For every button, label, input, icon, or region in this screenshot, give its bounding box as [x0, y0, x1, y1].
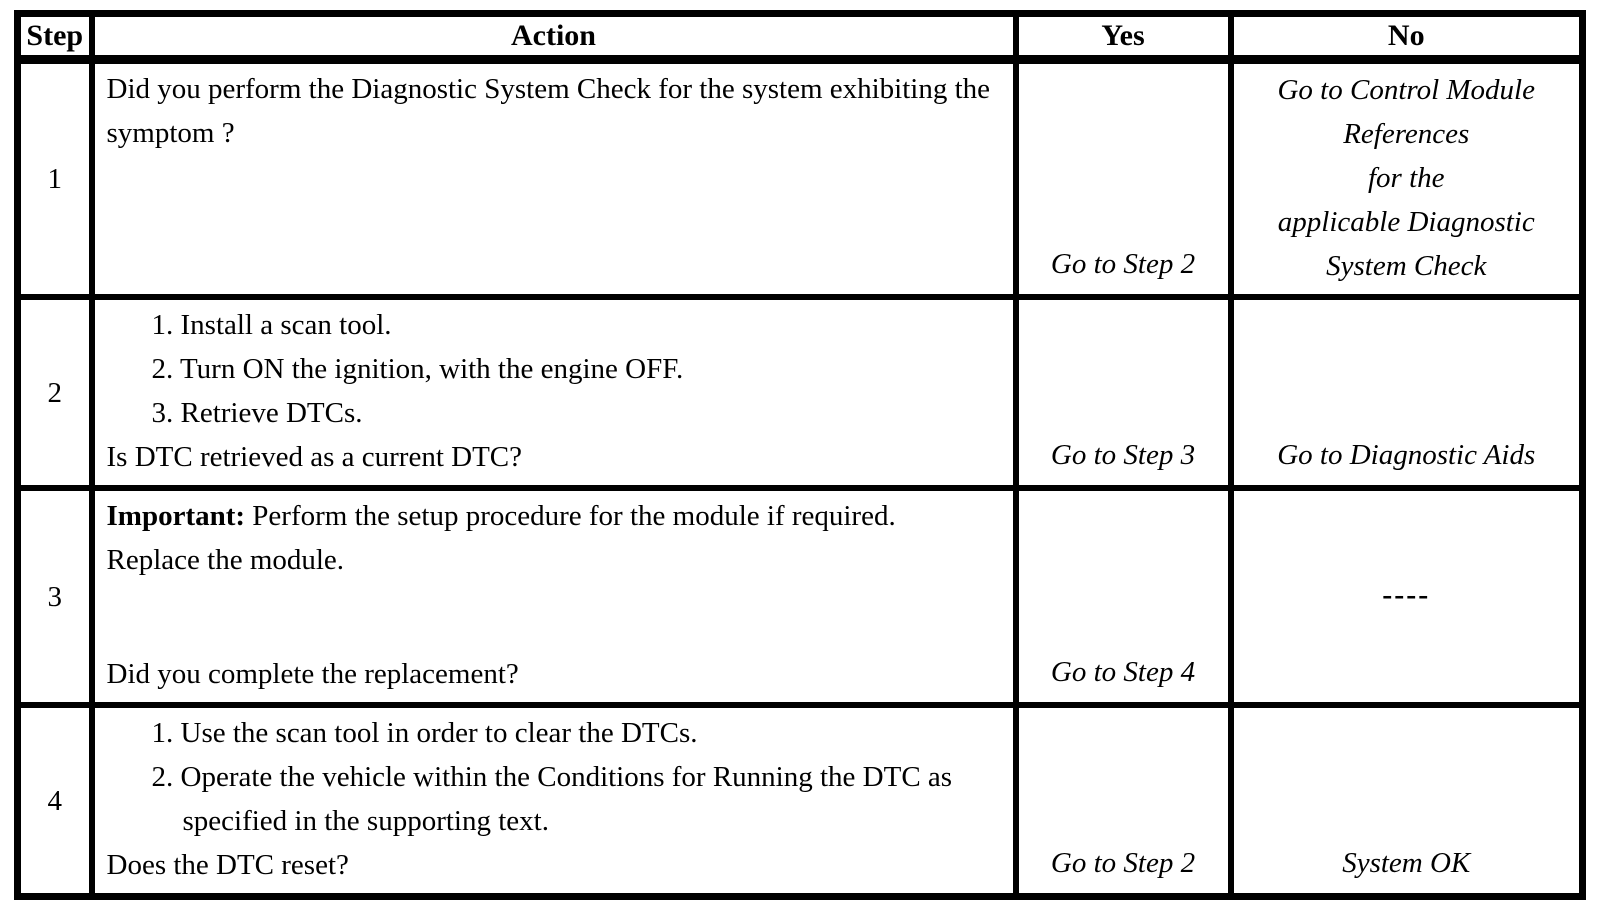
yes-answer-4: Go to Step 2 — [1012, 702, 1234, 900]
list-item: 3. Retrieve DTCs. — [151, 397, 363, 429]
important-note: Important: Perform the setup procedure f… — [107, 494, 999, 538]
action-list-4: 1. Use the scan tool in order to clear t… — [107, 711, 999, 843]
action-cell-3: Important: Perform the setup procedure f… — [88, 485, 1019, 708]
yes-answer-3: Go to Step 4 — [1012, 485, 1234, 708]
table-row-step-4: 4 1. Use the scan tool in order to clear… — [14, 702, 1586, 900]
no-answer-line: Go to Control Module — [1277, 74, 1535, 106]
step-number-4: 4 — [14, 702, 95, 900]
list-item: 1. Install a scan tool. — [151, 309, 392, 341]
no-answer-3: ---- — [1227, 485, 1586, 708]
header-no: No — [1227, 10, 1586, 64]
step-number-1: 1 — [14, 56, 95, 300]
action-question-1: Did you perform the Diagnostic System Ch… — [106, 73, 991, 149]
no-answer-1: Go to Control Module References for the … — [1227, 56, 1586, 300]
yes-answer-2: Go to Step 3 — [1012, 294, 1234, 491]
no-answer-4: System OK — [1227, 702, 1586, 900]
action-cell-2: 1. Install a scan tool. 2. Turn ON the i… — [88, 294, 1019, 491]
action-cell-1: Did you perform the Diagnostic System Ch… — [88, 56, 1019, 300]
action-instruction: Replace the module. — [106, 544, 345, 576]
header-step: Step — [14, 10, 95, 64]
step-number-3: 3 — [14, 485, 95, 708]
step-number-2: 2 — [14, 294, 95, 491]
list-item: 2. Operate the vehicle within the Condit… — [151, 761, 953, 837]
table-row-step-3: 3 Important: Perform the setup procedure… — [14, 485, 1586, 708]
header-yes: Yes — [1012, 10, 1234, 64]
no-answer-line: System Check — [1326, 250, 1487, 282]
table-row-step-2: 2 1. Install a scan tool. 2. Turn ON the… — [14, 294, 1586, 491]
table-header-row: Step Action Yes No — [14, 10, 1586, 64]
action-question-3: Did you complete the replacement? — [106, 658, 519, 690]
diagnostic-procedure-table: Step Action Yes No 1 Did you perform the… — [14, 10, 1586, 900]
important-label: Important: — [106, 500, 246, 532]
action-paragraphs-3: Important: Perform the setup procedure f… — [107, 494, 999, 582]
header-action: Action — [88, 10, 1019, 64]
no-answer-line: applicable Diagnostic — [1277, 206, 1535, 238]
list-item: 1. Use the scan tool in order to clear t… — [151, 717, 698, 749]
yes-answer-1: Go to Step 2 — [1012, 56, 1234, 300]
no-answer-line: for the — [1367, 162, 1445, 194]
action-question-4: Does the DTC reset? — [106, 849, 349, 881]
action-question-2: Is DTC retrieved as a current DTC? — [106, 441, 523, 473]
table-row-step-1: 1 Did you perform the Diagnostic System … — [14, 56, 1586, 300]
no-answer-2: Go to Diagnostic Aids — [1227, 294, 1586, 491]
important-text: Perform the setup procedure for the modu… — [245, 500, 896, 532]
action-list-2: 1. Install a scan tool. 2. Turn ON the i… — [107, 303, 999, 435]
list-item: 2. Turn ON the ignition, with the engine… — [151, 353, 684, 385]
no-answer-line: References — [1343, 118, 1470, 150]
action-cell-4: 1. Use the scan tool in order to clear t… — [88, 702, 1019, 900]
